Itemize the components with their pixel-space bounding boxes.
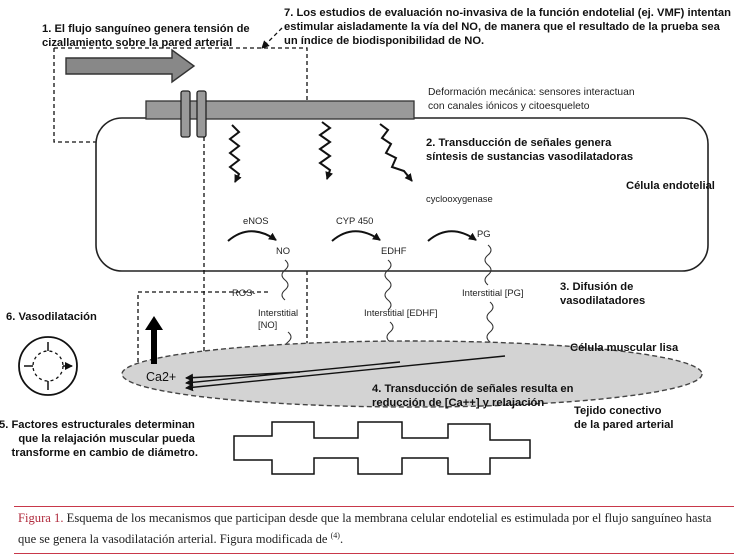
smooth-muscle-label: Célula muscular lisa bbox=[570, 342, 679, 354]
cyp450-label: CYP 450 bbox=[336, 215, 373, 226]
figure-caption: Figura 1. Esquema de los mecanismos que … bbox=[14, 506, 734, 555]
connective-tissue-label: Tejido conectivo de la pared arterial bbox=[574, 405, 674, 431]
ca2-label: Ca2+ bbox=[146, 370, 176, 384]
ion-channel-2 bbox=[196, 90, 207, 138]
deformation-label: Deformación mecánica: sensores interactu… bbox=[428, 87, 638, 112]
step1-label: 1. El flujo sanguíneo genera tensión de … bbox=[42, 23, 253, 49]
cyclooxygenase-label: cyclooxygenase bbox=[426, 193, 493, 204]
step2-label: 2. Transducción de señales genera síntes… bbox=[426, 137, 633, 163]
enzyme-arrow-cyp bbox=[331, 230, 381, 242]
step6-label: 6. Vasodilatación bbox=[6, 311, 97, 323]
step3-label: 3. Difusión de vasodilatadores bbox=[560, 281, 645, 307]
caption-end: . bbox=[339, 532, 344, 547]
pg-label: PG bbox=[477, 228, 491, 239]
interstitial-no-label: Interstitial [NO] bbox=[258, 307, 301, 330]
no-label: NO bbox=[276, 245, 290, 256]
ca-upward-arrow bbox=[145, 316, 163, 364]
connective-tissue-shape bbox=[233, 421, 531, 475]
figure-label: Figura 1. bbox=[18, 511, 64, 525]
step7-dashed-arrow bbox=[261, 27, 283, 49]
step4-label: 4. Transducción de señales resulta en re… bbox=[372, 383, 577, 409]
signal-squiggle-cyp bbox=[318, 121, 334, 180]
step7-label: 7. Los estudios de evaluación no-invasiv… bbox=[284, 7, 734, 47]
caption-reference: (4) bbox=[330, 531, 340, 540]
ion-channel-1 bbox=[180, 90, 191, 138]
diffusion-squiggle-pg-1 bbox=[484, 244, 492, 286]
enzyme-arrow-enos bbox=[227, 230, 277, 242]
caption-text: Esquema de los mecanismos que participan… bbox=[18, 511, 712, 547]
ca-arrow-from-edhf bbox=[185, 361, 401, 387]
ros-dashed-path bbox=[137, 291, 268, 366]
edhf-label: EDHF bbox=[381, 245, 407, 256]
signal-squiggle-enos bbox=[228, 124, 242, 183]
endothelial-mechanism-diagram: 1. El flujo sanguíneo genera tensión de … bbox=[0, 7, 734, 475]
membrane-bar bbox=[145, 100, 415, 120]
enos-label: eNOS bbox=[243, 215, 269, 226]
diffusion-squiggle-no-1 bbox=[281, 259, 289, 301]
blood-flow-arrow bbox=[65, 48, 196, 84]
signal-squiggle-cox bbox=[379, 123, 413, 182]
endothelial-cell-label: Célula endotelial bbox=[626, 180, 715, 192]
ros-label: ROS- bbox=[232, 287, 255, 298]
step5-label: 5. Factores estructurales determinan que… bbox=[0, 419, 198, 459]
smooth-muscle-cell bbox=[121, 340, 703, 408]
diffusion-squiggle-edhf-1 bbox=[384, 259, 392, 311]
interstitial-pg-label: Interstitial [PG] bbox=[462, 287, 523, 298]
enzyme-arrow-cox bbox=[427, 230, 477, 242]
interstitial-edhf-label: Interstitial [EDHF] bbox=[364, 307, 437, 318]
ca-arrow-from-pg bbox=[185, 355, 506, 392]
vasodilation-icon bbox=[18, 336, 77, 396]
dashed-loop bbox=[53, 48, 96, 143]
